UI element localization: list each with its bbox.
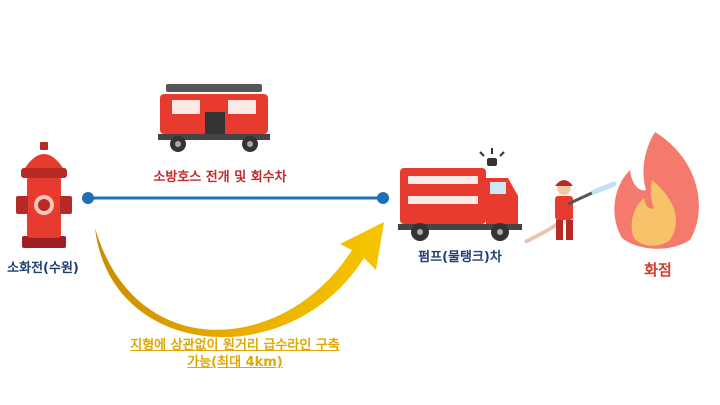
fire-icon xyxy=(614,132,699,249)
hose-truck-label: 소방호스 전개 및 회수차 xyxy=(153,170,287,185)
fire-point-label: 화점 xyxy=(644,261,672,279)
supply-line-caption: 지형에 상관없이 원거리 급수라인 구축 가능(최대 4km) xyxy=(90,337,380,371)
hose-truck-icon xyxy=(158,84,270,152)
firefighter-icon xyxy=(524,180,617,244)
hydrant-label: 소화전(수원) xyxy=(7,261,79,276)
supply-caption-line2: 가능(최대 4km) xyxy=(187,355,283,370)
supply-caption-line1: 지형에 상관없이 원거리 급수라인 구축 xyxy=(130,338,340,353)
hose-connection-line xyxy=(82,192,389,204)
pump-truck-label: 펌프(물탱크)차 xyxy=(418,250,502,265)
pump-truck-icon xyxy=(398,148,522,241)
fire-hydrant-icon xyxy=(16,142,72,248)
supply-curve-arrow xyxy=(95,222,384,338)
